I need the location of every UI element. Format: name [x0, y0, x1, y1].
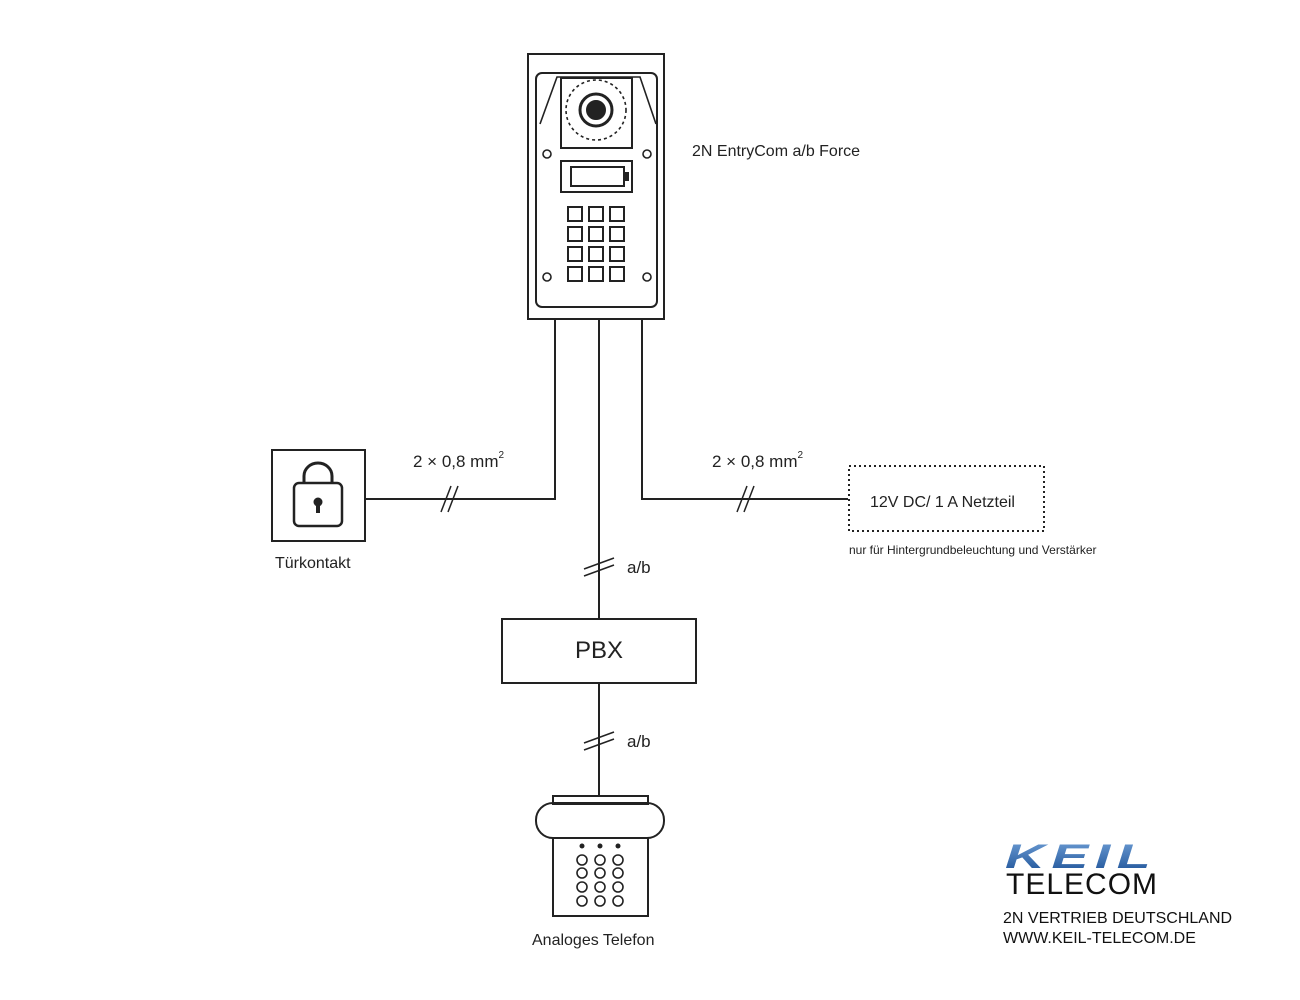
- analog-phone-icon: [535, 795, 665, 917]
- pbx-box: [501, 618, 697, 684]
- keil-logo: KEIL: [1005, 842, 1157, 870]
- padlock-icon: [271, 449, 366, 542]
- psu-label: 12V DC/ 1 A Netzteil: [870, 494, 1015, 511]
- device-label: 2N EntryCom a/b Force: [692, 143, 861, 160]
- cable-markers: [440, 485, 755, 751]
- psu-note: nur für Hintergrundbeleuchtung und Verst…: [849, 543, 1097, 557]
- phone-label: Analoges Telefon: [532, 932, 655, 949]
- distributor-line: 2N VERTRIEB DEUTSCHLAND: [1003, 910, 1233, 927]
- line-label-ab-upper: a/b: [627, 558, 651, 577]
- pbx-label: PBX: [574, 637, 624, 664]
- logo-telecom-text: TELECOM: [1006, 868, 1159, 901]
- wires: [366, 319, 848, 797]
- website-link[interactable]: WWW.KEIL-TELECOM.DE: [1003, 930, 1196, 947]
- door-contact-label: Türkontakt: [275, 555, 351, 572]
- line-label-ab-lower: a/b: [627, 732, 651, 751]
- cable-spec-right: 2 × 0,8 mm2: [712, 450, 804, 471]
- cable-spec-left: 2 × 0,8 mm2: [413, 450, 505, 471]
- svg-text:KEIL: KEIL: [1005, 842, 1157, 870]
- intercom-icon: [527, 53, 665, 320]
